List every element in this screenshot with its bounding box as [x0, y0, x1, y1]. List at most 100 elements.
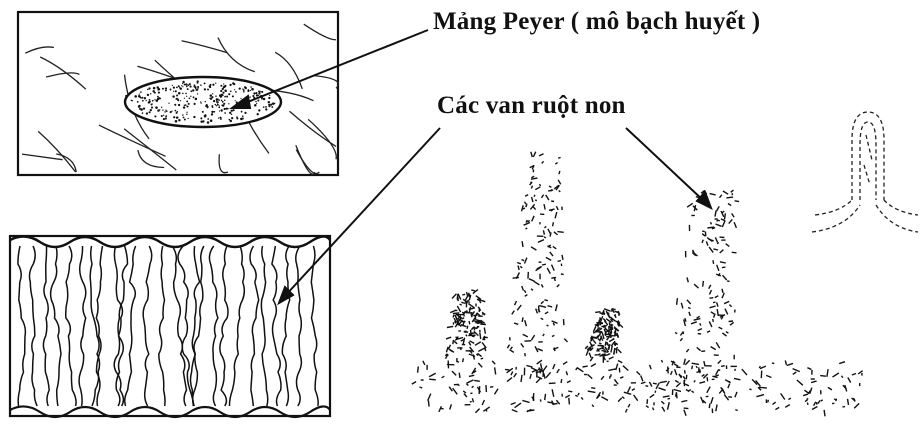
base-dash [728, 384, 730, 389]
villus-dash [522, 317, 523, 322]
patch-dot [166, 110, 168, 112]
villus-dash [543, 334, 544, 336]
patch-dot [271, 106, 273, 108]
base-dash [581, 397, 583, 399]
base-dash [522, 400, 529, 402]
villus-dash [531, 152, 533, 157]
patch-dot [265, 108, 267, 110]
patch-dot [256, 103, 257, 104]
base-dash [475, 409, 479, 413]
villus-dash [541, 284, 543, 287]
villus-dash [525, 202, 526, 204]
villus-dash [464, 303, 466, 304]
villus-dash [477, 323, 480, 324]
base-dash [787, 363, 793, 365]
villus-dash [473, 354, 475, 359]
villus-dash [552, 321, 558, 323]
patch-dot [157, 98, 160, 101]
patch-dot [184, 119, 186, 121]
villus-dash [541, 318, 544, 319]
villus-dash [715, 237, 717, 242]
patch-dot [207, 121, 210, 124]
base-dash [810, 388, 812, 394]
base-dash [686, 390, 689, 392]
base-dash [601, 376, 604, 380]
villus-dash [694, 319, 701, 321]
base-dash [546, 372, 551, 377]
patch-dot [183, 106, 185, 108]
villus-dash [710, 194, 716, 195]
patch-dot [217, 104, 219, 106]
patch-dot [249, 96, 250, 97]
patch-dot [222, 101, 224, 103]
patch-dot [194, 103, 196, 105]
base-dash [685, 360, 689, 364]
villus-dash [684, 359, 686, 365]
base-dash [701, 397, 704, 403]
villus-dash [547, 325, 549, 326]
villus-dash [539, 184, 541, 185]
patch-dot [175, 110, 177, 112]
patch-dot [212, 93, 213, 94]
patch-dot [222, 92, 224, 94]
villus-dash [717, 265, 719, 271]
base-dash [735, 392, 737, 397]
villus-dash [446, 337, 451, 339]
patch-dot [181, 85, 182, 86]
patch-dot [180, 100, 181, 101]
base-dash [759, 387, 767, 388]
base-dash [611, 374, 612, 377]
base-dash [463, 391, 466, 393]
patch-dot [211, 111, 213, 113]
base-dash [781, 393, 785, 399]
base-dash [469, 375, 474, 376]
villus-dash [457, 361, 459, 362]
base-dash [540, 399, 541, 401]
base-dash [653, 383, 657, 384]
patch-dot [235, 100, 236, 101]
patch-dot [216, 100, 217, 101]
villus-dash [726, 244, 730, 247]
base-dash [429, 373, 436, 376]
villus-dash [520, 266, 522, 268]
patch-dot [142, 100, 144, 102]
villus-dash [715, 296, 719, 298]
base-dash [824, 410, 825, 416]
patch-dot [243, 91, 245, 93]
patch-dot [154, 115, 156, 117]
villus-dash [462, 318, 464, 320]
patch-dot [189, 97, 191, 99]
base-dash [511, 372, 513, 376]
villus-dash [605, 342, 606, 346]
base-dash [702, 375, 705, 377]
patch-dot [186, 86, 187, 87]
base-dash [507, 378, 512, 382]
villus-dash [615, 341, 616, 346]
villus-dash [531, 178, 537, 179]
patch-dot [252, 95, 254, 97]
villus-dash [532, 197, 533, 202]
base-dash [526, 366, 532, 368]
patch-dot [215, 104, 216, 105]
patch-dot [190, 86, 192, 88]
villus-dash [685, 384, 689, 386]
patch-dot [176, 116, 179, 119]
patch-dot [140, 91, 142, 93]
villus-dash [480, 332, 481, 339]
base-dash [671, 371, 673, 375]
base-dash [681, 401, 687, 402]
patch-dot [165, 90, 167, 92]
patch-dot [175, 120, 178, 123]
villus-dash [713, 260, 714, 264]
patch-dot [192, 89, 194, 91]
patch-dot [186, 105, 188, 107]
base-dash [530, 374, 531, 379]
villus-dash [553, 222, 554, 226]
villus-dash [716, 224, 722, 226]
villus-dash [534, 281, 540, 285]
villus-dash [710, 306, 716, 308]
base-dash [641, 376, 643, 382]
base-dash [694, 380, 695, 382]
villus-dash [518, 266, 519, 270]
